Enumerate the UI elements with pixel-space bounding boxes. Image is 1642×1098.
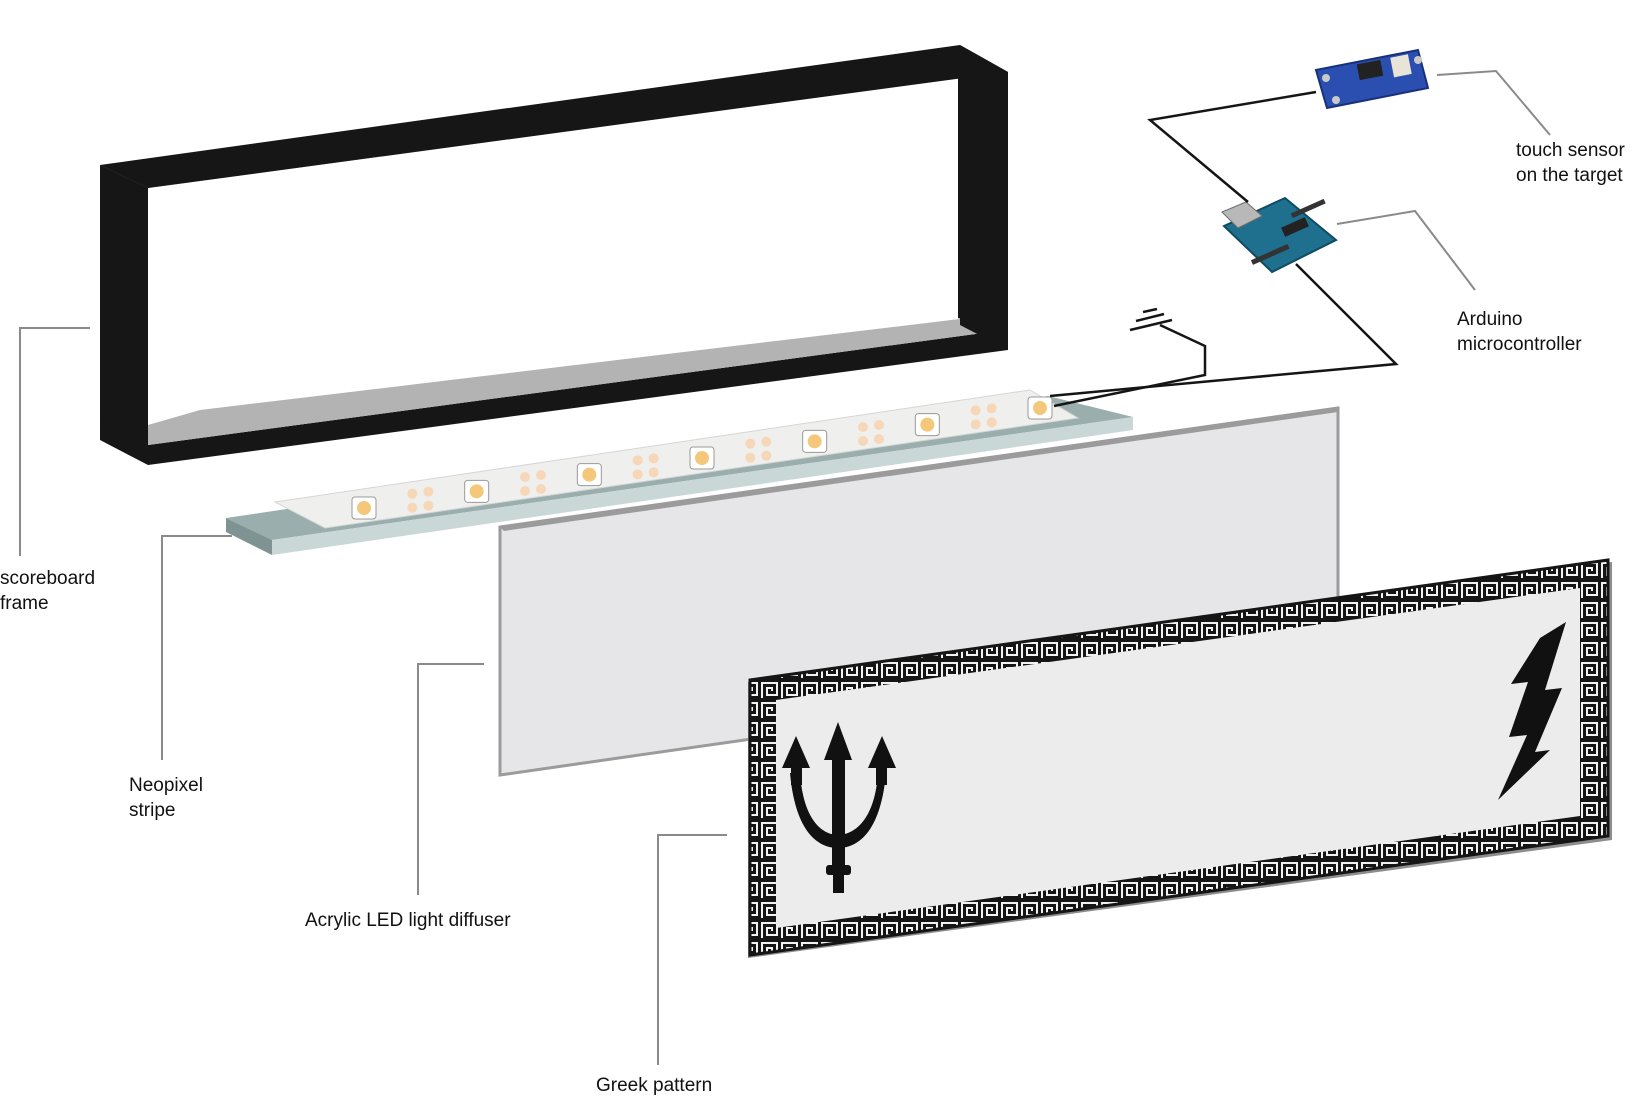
solder-pad <box>423 500 434 511</box>
scoreboard-frame <box>100 45 1008 465</box>
solder-pad <box>648 467 659 478</box>
frame-top <box>100 45 1008 188</box>
label-frame-line1: scoreboard <box>0 568 96 589</box>
solder-pad <box>858 436 868 446</box>
solder-pad <box>536 484 546 494</box>
label-greek-line1: Greek pattern <box>596 1075 713 1096</box>
strip-base-front <box>226 518 272 555</box>
strip-base-side <box>272 417 1133 555</box>
solder-pad <box>407 488 418 499</box>
solder-pad <box>970 405 981 416</box>
solder-pad <box>745 438 756 449</box>
label-touch-sensor-line1: touch sensor <box>1516 140 1625 161</box>
label-arduino-line1: Arduino <box>1457 309 1523 330</box>
solder-pad <box>986 403 997 414</box>
wiring <box>1049 90 1399 408</box>
solder-pad <box>536 470 546 480</box>
label-touch-sensor-line2: on the target <box>1516 165 1623 186</box>
led-light <box>807 434 822 449</box>
frame-inner-floor-2 <box>148 318 1005 445</box>
leader-neopixel <box>161 535 232 760</box>
label-arduino: Arduino microcontroller <box>1457 307 1582 357</box>
label-touch-sensor: touch sensor on the target <box>1516 138 1625 188</box>
solder-pad <box>761 436 772 447</box>
solder-pad <box>874 420 884 430</box>
led-group <box>351 396 1053 520</box>
label-neopixel-line1: Neopixel <box>129 775 203 796</box>
label-arduino-line2: microcontroller <box>1457 334 1582 355</box>
solder-pad <box>632 469 643 480</box>
label-diffuser: Acrylic LED light diffuser <box>305 908 511 933</box>
led-light <box>357 501 371 515</box>
ground-symbol-icon <box>1129 307 1173 332</box>
solder-pad <box>745 452 756 463</box>
led-light <box>695 451 709 465</box>
neopixel-strip <box>226 389 1133 555</box>
wire-arduino-strip <box>1049 263 1399 398</box>
led-light <box>1033 401 1047 415</box>
label-greek: Greek pattern <box>596 1073 712 1098</box>
wire-sensor <box>1147 90 1317 203</box>
solder-pad <box>423 486 434 497</box>
trident-icon <box>782 722 896 893</box>
solder-pad <box>874 434 884 444</box>
label-frame-line2: frame <box>0 593 49 614</box>
panel-field <box>776 588 1580 928</box>
leader-touch-sensor <box>1436 69 1551 136</box>
frame-left-inner <box>100 165 148 440</box>
solder-pad <box>986 417 997 428</box>
leader-diffuser <box>417 663 484 895</box>
solder-pad <box>407 502 418 513</box>
diffuser-edge <box>500 408 1338 531</box>
label-neopixel: Neopixel stripe <box>129 773 203 823</box>
led-light <box>920 417 935 432</box>
led-light <box>469 484 484 499</box>
arduino-board <box>1221 196 1338 274</box>
solder-pad <box>761 450 772 461</box>
solder-pad <box>632 455 643 466</box>
greek-panel <box>748 558 1612 958</box>
leader-lines <box>19 69 1551 1065</box>
frame-right-inner-face <box>958 70 1005 330</box>
solder-pad <box>520 472 530 482</box>
solder-pad <box>970 419 981 430</box>
leader-greek <box>657 834 727 1065</box>
label-diffuser-line1: Acrylic LED light diffuser <box>305 910 511 931</box>
solder-pad <box>648 453 659 464</box>
solder-pad <box>520 486 530 496</box>
lightning-bolt-icon <box>1498 622 1566 800</box>
label-neopixel-line2: stripe <box>129 800 176 821</box>
solder-pad <box>858 422 868 432</box>
leader-frame <box>19 327 90 556</box>
label-frame: scoreboard frame <box>0 566 95 616</box>
leader-arduino <box>1336 209 1476 291</box>
touch-sensor-board <box>1314 48 1430 110</box>
wire-ground <box>1053 323 1207 408</box>
led-light <box>582 467 597 482</box>
